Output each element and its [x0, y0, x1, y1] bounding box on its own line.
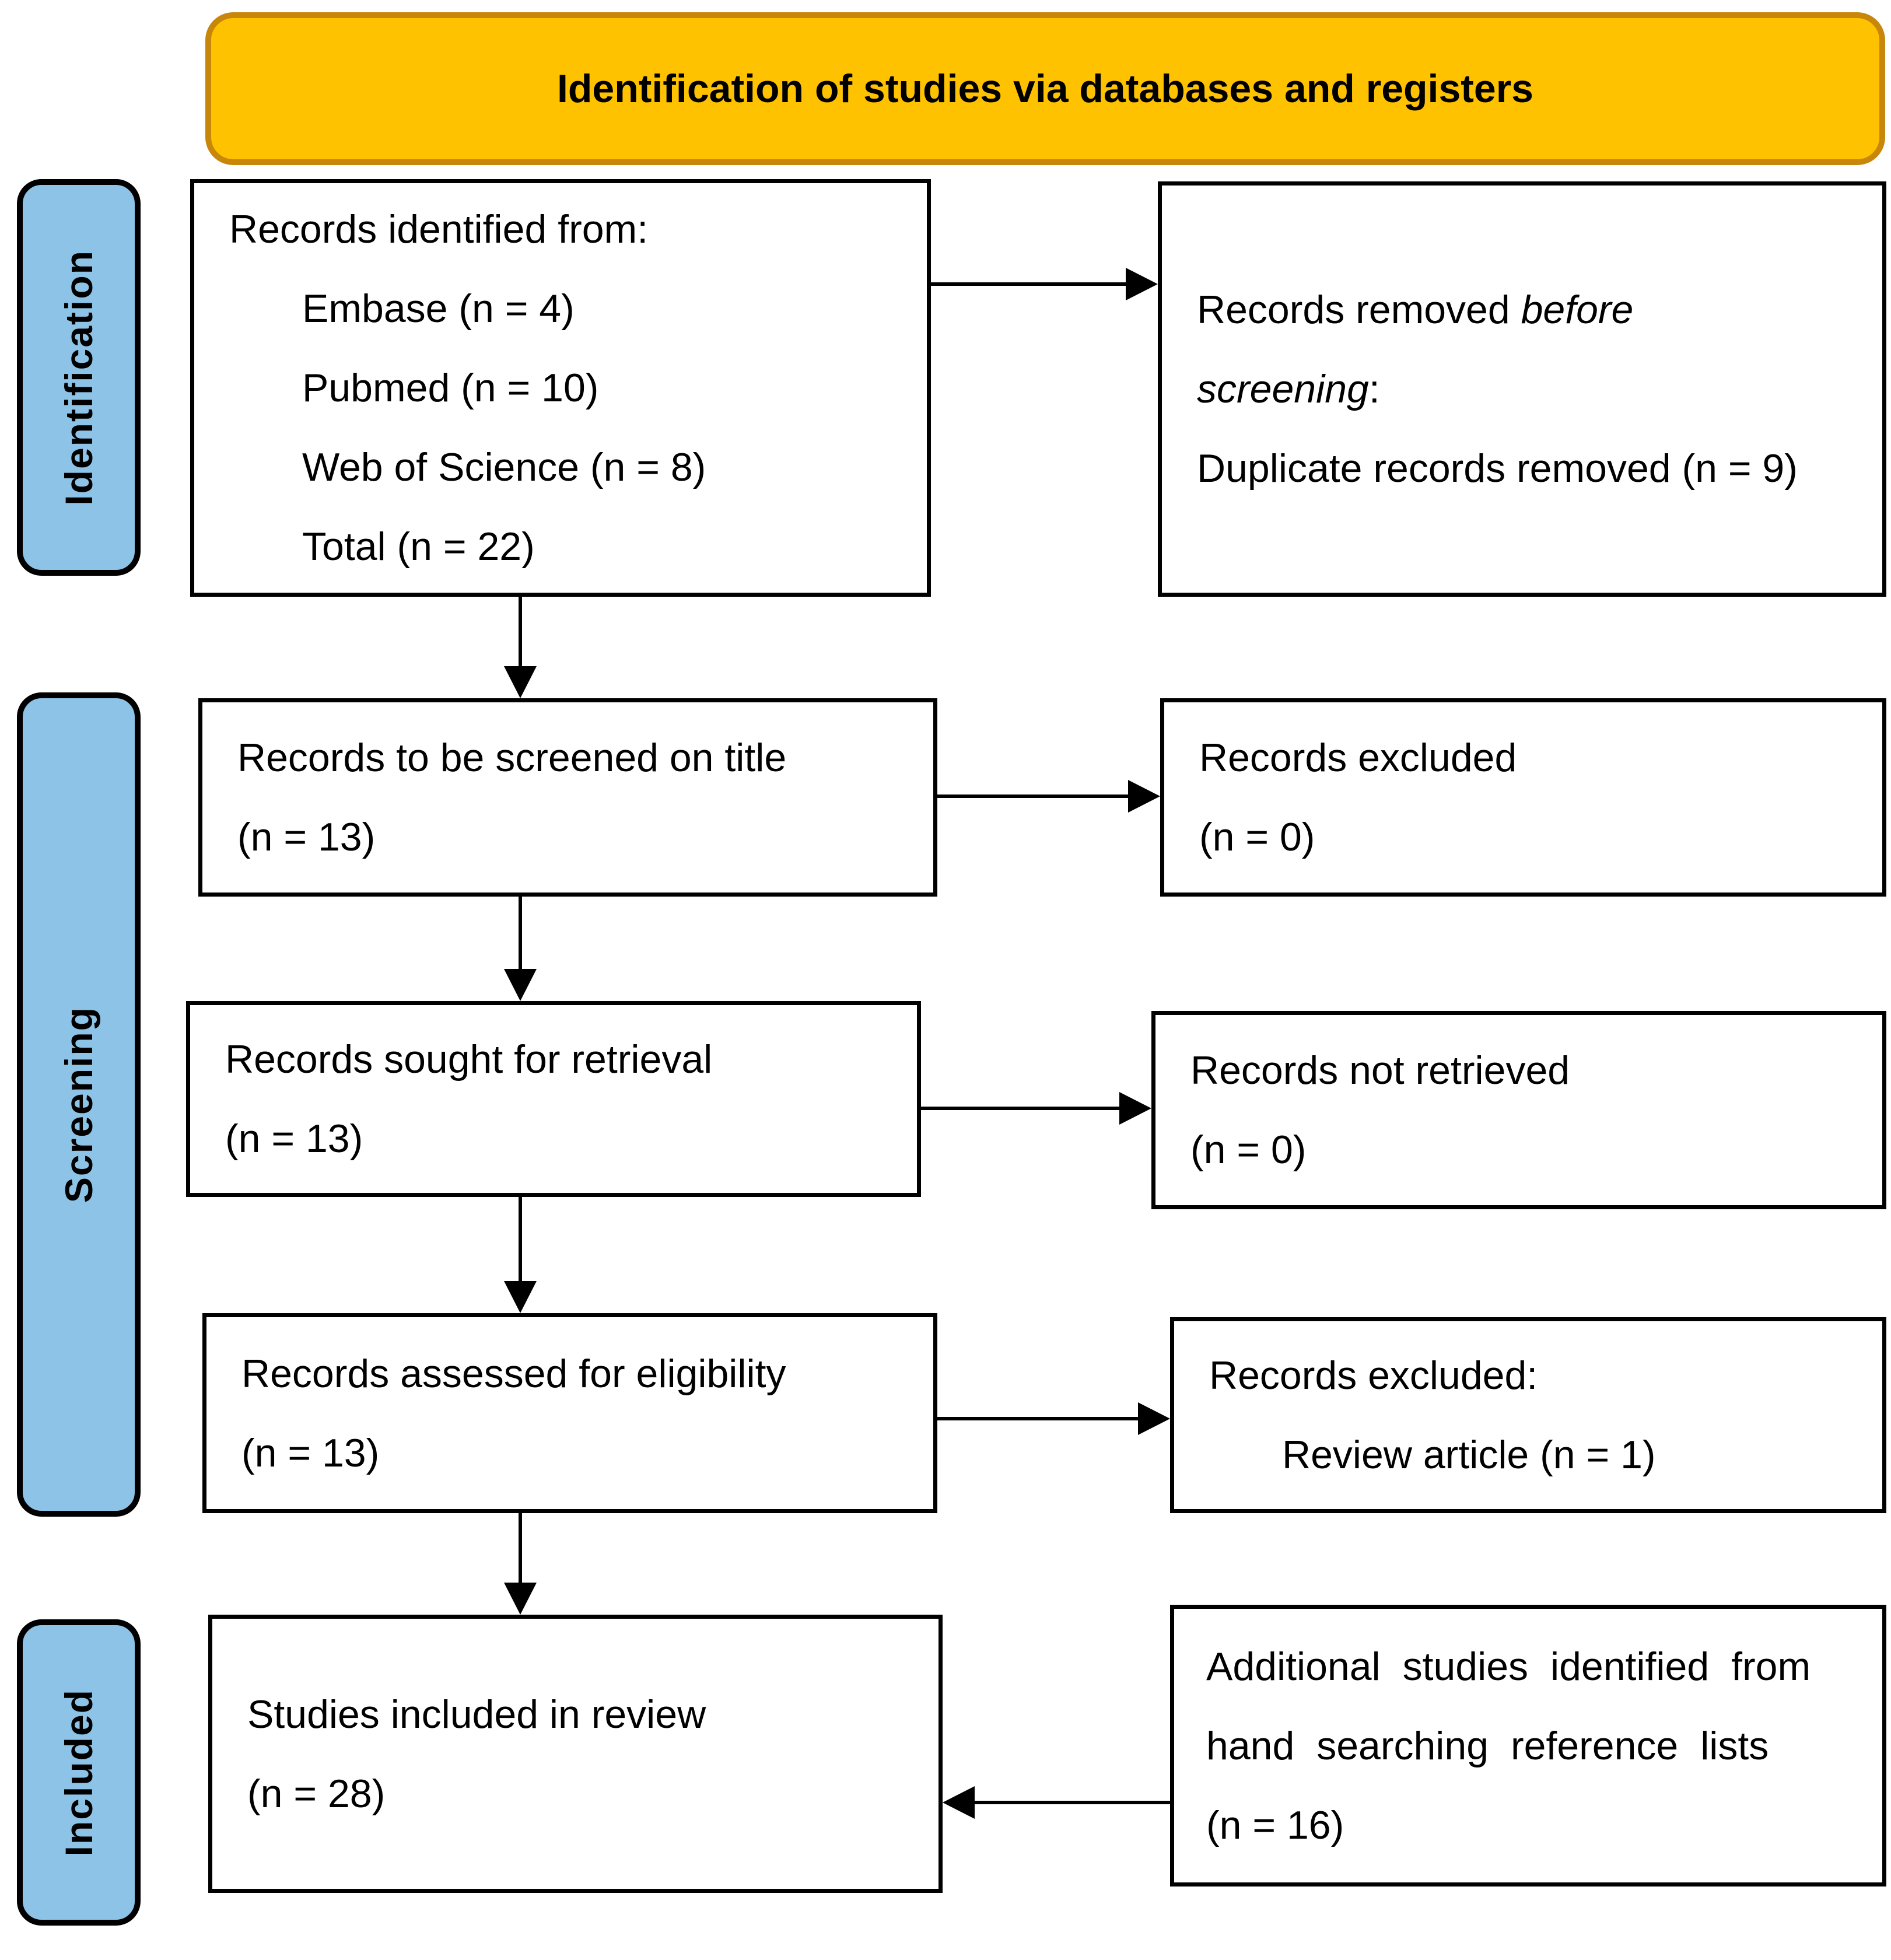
box-records-excluded-eligibility: Records excluded: Review article (n = 1)	[1170, 1317, 1886, 1513]
records-assessed-count: (n = 13)	[241, 1430, 380, 1475]
records-removed-line2-italic: screening	[1197, 367, 1369, 411]
box-records-sought-retrieval: Records sought for retrieval (n = 13)	[186, 1001, 921, 1197]
arrow-line	[519, 897, 522, 972]
box-records-assessed-eligibility: Records assessed for eligibility (n = 13…	[202, 1313, 937, 1513]
box-records-not-retrieved: Records not retrieved (n = 0)	[1151, 1011, 1886, 1209]
records-identified-item-total: Total (n = 22)	[302, 524, 535, 569]
records-not-retrieved-count: (n = 0)	[1190, 1128, 1307, 1172]
arrow-line	[975, 1801, 1170, 1804]
records-removed-line2: screening:	[1197, 349, 1865, 429]
records-removed-line1-normal: Records removed	[1197, 288, 1521, 332]
stage-label-included: Included	[17, 1619, 141, 1926]
box-records-identified: Records identified from: Embase (n = 4) …	[190, 179, 931, 597]
records-identified-title: Records identified from:	[229, 207, 649, 251]
stage-label-screening: Screening	[17, 692, 141, 1517]
records-sought-line1: Records sought for retrieval	[225, 1037, 713, 1082]
box-records-removed-before-screening: Records removed before screening: Duplic…	[1158, 181, 1886, 597]
banner-title-bar: Identification of studies via databases …	[205, 12, 1885, 165]
studies-included-count: (n = 28)	[247, 1771, 386, 1816]
box-records-screened-on-title: Records to be screened on title (n = 13)	[198, 698, 937, 897]
records-removed-line1-italic: before	[1521, 288, 1634, 332]
arrow-head-right-icon	[1138, 1402, 1170, 1435]
arrow-head-down-icon	[504, 1281, 537, 1313]
arrow-line	[937, 1417, 1141, 1420]
records-excluded-eligibility-reason: Review article (n = 1)	[1282, 1433, 1656, 1477]
additional-studies-count: (n = 16)	[1206, 1803, 1344, 1847]
additional-studies-line2: hand searching reference lists	[1206, 1723, 1769, 1768]
arrow-line	[931, 282, 1129, 286]
arrow-head-left-icon	[943, 1786, 975, 1819]
records-not-retrieved-line1: Records not retrieved	[1190, 1048, 1570, 1093]
records-identified-item-embase: Embase (n = 4)	[302, 286, 575, 331]
arrow-line	[519, 1513, 522, 1586]
records-excluded-title-count: (n = 0)	[1199, 815, 1315, 859]
records-removed-line2-colon: :	[1368, 367, 1380, 411]
studies-included-line1: Studies included in review	[247, 1692, 706, 1737]
records-removed-line3: Duplicate records removed (n = 9)	[1197, 446, 1798, 491]
banner-title: Identification of studies via databases …	[556, 66, 1534, 111]
records-removed-line1: Records removed before	[1197, 270, 1865, 349]
arrow-head-down-icon	[504, 969, 537, 1001]
box-additional-studies: Additional studies identified from hand …	[1170, 1605, 1886, 1887]
additional-studies-line1: Additional studies identified from	[1206, 1644, 1811, 1689]
arrow-line	[921, 1107, 1122, 1110]
records-identified-item-pubmed: Pubmed (n = 10)	[302, 366, 599, 410]
records-screened-count: (n = 13)	[237, 815, 376, 859]
stage-label-identification: Identification	[17, 179, 141, 576]
stage-label-screening-text: Screening	[57, 1006, 100, 1203]
arrow-head-down-icon	[504, 1583, 537, 1615]
arrow-head-down-icon	[504, 666, 537, 698]
arrow-head-right-icon	[1128, 780, 1160, 813]
arrow-head-right-icon	[1119, 1092, 1151, 1125]
records-excluded-eligibility-line1: Records excluded:	[1209, 1353, 1538, 1398]
records-excluded-title-line1: Records excluded	[1199, 736, 1517, 780]
box-studies-included: Studies included in review (n = 28)	[208, 1615, 943, 1893]
records-identified-item-web-of-science: Web of Science (n = 8)	[302, 445, 706, 489]
arrow-line	[519, 1197, 522, 1284]
stage-label-identification-text: Identification	[57, 249, 100, 506]
arrow-head-right-icon	[1126, 268, 1158, 300]
records-sought-count: (n = 13)	[225, 1116, 363, 1161]
records-screened-line1: Records to be screened on title	[237, 736, 787, 780]
box-records-excluded-title: Records excluded (n = 0)	[1160, 698, 1886, 897]
stage-label-included-text: Included	[57, 1688, 100, 1857]
arrow-line	[519, 597, 522, 669]
arrow-line	[937, 794, 1131, 798]
records-assessed-line1: Records assessed for eligibility	[241, 1351, 786, 1396]
